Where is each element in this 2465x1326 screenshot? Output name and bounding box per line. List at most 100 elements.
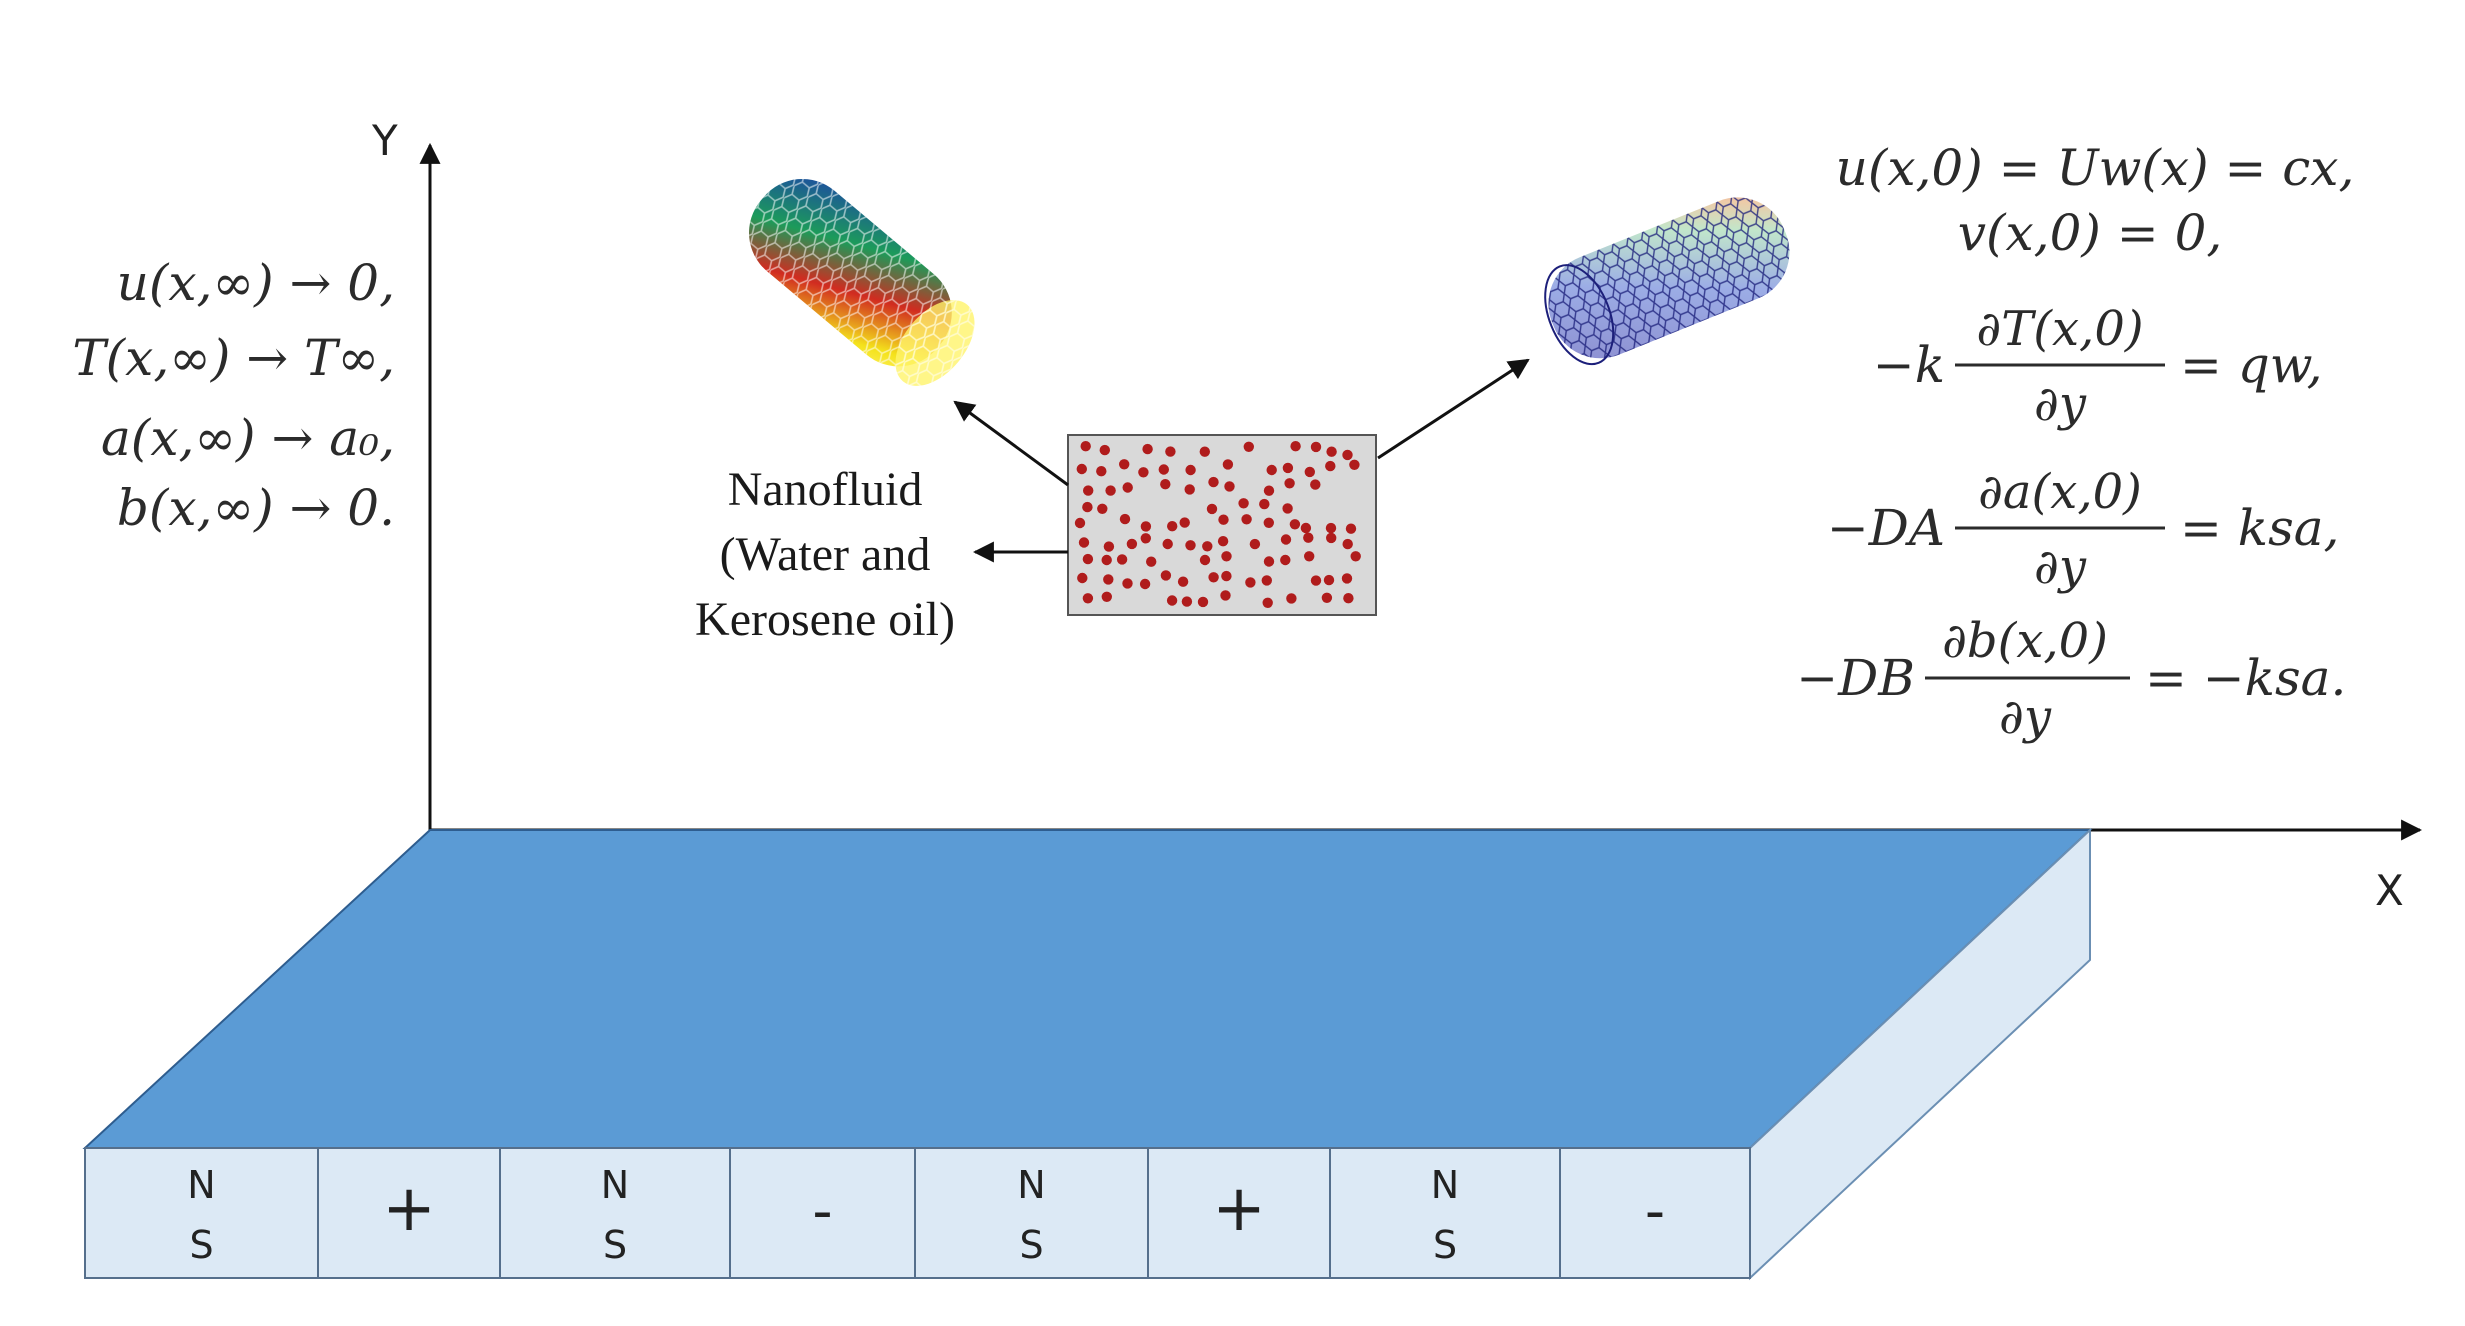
nanoparticle-dot: [1076, 463, 1088, 475]
wall-condition-b-prefix: −DB: [1796, 649, 1915, 707]
nanoparticle-dot: [1326, 532, 1337, 544]
magnet-pole-label: S: [1433, 1223, 1457, 1267]
nanoparticle-dot: [1245, 577, 1256, 588]
sheet-top-face: [82, 829, 2093, 1149]
nanoparticle-dot: [1290, 441, 1301, 452]
nanoparticle-dot: [1116, 554, 1128, 565]
nanoparticles: [1074, 441, 1361, 608]
nanoparticle-dot: [1122, 482, 1133, 493]
nanoparticle-dot: [1142, 443, 1153, 455]
magnet-pole-label: N: [601, 1163, 629, 1207]
wall-condition-heat-denominator: ∂y: [2034, 376, 2087, 432]
nanoparticle-dot: [1074, 517, 1086, 529]
nanoparticle-dot: [1078, 537, 1090, 548]
nanoparticle-dot: [1166, 595, 1178, 606]
magnet-segment: [1329, 1147, 1561, 1279]
nanoparticle-dot: [1177, 576, 1189, 587]
wall-condition-heat-prefix: −k: [1873, 336, 1945, 394]
nanoparticle-dot: [1217, 536, 1229, 547]
nanoparticle-dot: [1103, 574, 1114, 585]
nanoparticle-dot: [1284, 478, 1295, 489]
nanoparticle-dot: [1323, 574, 1335, 586]
nanoparticle-dot: [1304, 551, 1315, 562]
nanoparticle-dot: [1139, 578, 1151, 590]
nanoparticle-dot: [1286, 593, 1297, 604]
nanoparticle-dot: [1099, 444, 1111, 456]
nanoparticle-dot: [1140, 533, 1152, 544]
nanoparticle-dot: [1202, 541, 1213, 552]
magnet-pole-label: S: [603, 1223, 627, 1267]
magnet-segment: [84, 1147, 319, 1279]
wall-condition-a-numerator: ∂a(x,0): [1978, 464, 2142, 520]
nanoparticle-dot: [1097, 503, 1108, 514]
nanoparticle-dot: [1310, 441, 1322, 453]
nanofluid-label-line-3: Kerosene oil): [695, 593, 955, 646]
wall-condition-b-rhs: = −ksa.: [2145, 649, 2346, 707]
nanoparticle-dot: [1119, 459, 1130, 470]
nanoparticle-dot: [1138, 467, 1149, 478]
x-axis-label: X: [2375, 866, 2404, 915]
magnet-segment: [499, 1147, 731, 1279]
nanoparticle-dot: [1263, 517, 1275, 528]
nanoparticle-dot: [1105, 485, 1116, 496]
nanoparticle-dot: [1243, 441, 1255, 452]
nanoparticle-dot: [1263, 556, 1275, 567]
nanoparticle-dot: [1101, 591, 1113, 602]
nanoparticle-dot: [1165, 446, 1176, 457]
electrode-sign-label: +: [382, 1172, 436, 1246]
nanoparticle-dot: [1082, 501, 1093, 513]
nanofluid-label-line-2: (Water and: [720, 528, 931, 581]
nanoparticle-dot: [1199, 446, 1211, 457]
nanoparticle-dot: [1220, 590, 1231, 601]
nanoparticle-dot: [1282, 462, 1294, 474]
nanoparticle-dot: [1162, 538, 1173, 550]
nanoparticle-dot: [1096, 466, 1107, 477]
nanoparticle-dot: [1122, 578, 1133, 589]
nanoparticle-dot: [1262, 597, 1273, 608]
magnet-strip: NS+NS-NS+NS-: [84, 1147, 1751, 1279]
electrode-sign-label: -: [1645, 1179, 1665, 1244]
nanoparticle-dot: [1300, 522, 1312, 534]
wall-condition-heat-numerator: ∂T(x,0): [1976, 301, 2143, 357]
nanoparticle-dot: [1282, 503, 1293, 514]
nanoparticle-dot: [1082, 553, 1094, 565]
nanoparticle-dot: [1167, 521, 1178, 532]
nanofluid-label-line-1: Nanofluid: [728, 463, 923, 516]
nanoparticle-dot: [1185, 540, 1196, 551]
nanoparticle-dot: [1199, 554, 1211, 566]
nanoparticle-dot: [1218, 514, 1229, 525]
nanoparticle-dot: [1103, 541, 1115, 552]
nanoparticle-dot: [1185, 464, 1196, 476]
magnet-pole-label: N: [187, 1163, 215, 1207]
nanoparticle-dot: [1345, 523, 1357, 534]
magnet-segment: [1559, 1147, 1751, 1279]
magnet-segment: [317, 1147, 501, 1279]
nanoparticle-dot: [1261, 575, 1273, 586]
nanoparticle-dot: [1101, 554, 1112, 566]
nanoparticle-dot: [1126, 538, 1138, 550]
nanoparticle-dot: [1310, 575, 1322, 586]
magnet-pole-label: N: [1431, 1163, 1459, 1207]
nanoparticle-dot: [1238, 498, 1249, 509]
far-field-condition-4: b(x,∞) → 0.: [117, 479, 395, 537]
nanoparticle-dot: [1266, 464, 1277, 476]
arrow-to-swcnt: [1377, 358, 1530, 460]
magnet-pole-label: S: [189, 1223, 213, 1267]
nanoparticle-dot: [1158, 464, 1170, 475]
nanoparticle-dot: [1146, 556, 1157, 567]
nanoparticle-dot: [1310, 479, 1321, 490]
wall-condition-velocity-v: v(x,0) = 0,: [1958, 204, 2223, 262]
nanoparticle-dot: [1350, 551, 1361, 562]
far-field-conditions: u(x,∞) → 0, T(x,∞) → T∞, a(x,∞) → a₀, b(…: [72, 254, 395, 537]
wall-condition-b-numerator: ∂b(x,0): [1942, 613, 2108, 669]
nanofluid-label: Nanofluid (Water and Kerosene oil): [695, 463, 955, 646]
multi-walled-nanotube-image: [749, 178, 975, 386]
nanoparticle-dot: [1289, 519, 1301, 530]
nanoparticle-dot: [1197, 596, 1209, 608]
wall-condition-b-denominator: ∂y: [1999, 689, 2052, 745]
magnet-pole-label: S: [1019, 1223, 1043, 1267]
nanoparticle-dot: [1160, 479, 1171, 490]
nanoparticle-dot: [1259, 498, 1270, 510]
nanoparticle-dot: [1208, 572, 1219, 583]
nanoparticle-dot: [1325, 522, 1337, 534]
